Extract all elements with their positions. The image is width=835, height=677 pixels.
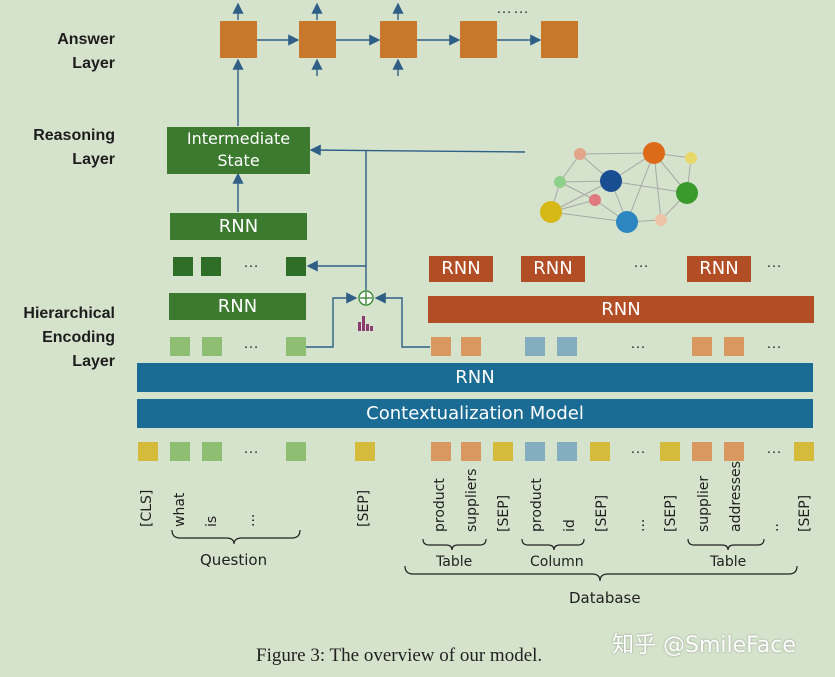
table-encoded-token	[724, 337, 744, 356]
sep-token	[660, 442, 680, 461]
token-text-sep: [SEP]	[594, 494, 610, 532]
table-encoded-token	[431, 337, 451, 356]
encoded-ellipsis: …	[766, 335, 783, 352]
column-encoded-token	[557, 337, 577, 356]
schema-rnn-small: RNN	[687, 256, 751, 282]
column-brace-label: Column	[530, 554, 584, 570]
schema-rnn-wide: RNN	[428, 296, 814, 323]
answer-box	[220, 21, 257, 58]
question-rnn-bottom: RNN	[169, 293, 306, 320]
question-encoded-token	[170, 337, 190, 356]
graph-edges	[550, 152, 692, 223]
reasoning-layer-label: Reasoning Layer	[33, 127, 115, 168]
question-state-token	[286, 257, 306, 276]
token-text-sep: [SEP]	[356, 489, 372, 527]
answer-ellipsis: ……	[496, 0, 530, 17]
table-token	[692, 442, 712, 461]
question-state-token	[173, 257, 193, 276]
schema-rnn-ellipsis: …	[766, 254, 783, 271]
table-token	[724, 442, 744, 461]
question-encoded-token	[202, 337, 222, 356]
intermediate-state-box: Intermediate State	[167, 127, 310, 174]
figure-caption: Figure 3: The overview of our model.	[256, 645, 543, 666]
table-token	[461, 442, 481, 461]
answer-box	[299, 21, 336, 58]
answer-box	[460, 21, 497, 58]
table-brace-label: Table	[710, 554, 747, 570]
question-rnn-top: RNN	[170, 213, 307, 240]
token-text-what: what	[172, 492, 188, 527]
graph-nodes	[540, 142, 698, 233]
token-text-addresses: addresses	[728, 461, 744, 532]
sep-token	[493, 442, 513, 461]
table-token	[431, 442, 451, 461]
token-text-supplier: supplier	[696, 475, 712, 532]
question-encoded-token	[286, 337, 306, 356]
question-state-token	[201, 257, 221, 276]
schema-rnn-ellipsis: …	[633, 254, 650, 271]
token-text-sep: [SEP]	[496, 494, 512, 532]
token-text-id: id	[562, 519, 578, 532]
column-token	[557, 442, 577, 461]
sep-token	[355, 442, 375, 461]
attention-bar-icon	[358, 316, 373, 331]
question-token	[286, 442, 306, 461]
contextualization-bar: Contextualization Model	[137, 399, 813, 428]
question-token	[170, 442, 190, 461]
schema-rnn-small: RNN	[429, 256, 493, 282]
token-text-sep: [SEP]	[663, 494, 679, 532]
answer-box	[380, 21, 417, 58]
question-brace-label: Question	[200, 551, 268, 569]
cls-token	[138, 442, 158, 461]
table-brace-label: Table	[436, 554, 473, 570]
table-encoded-token	[461, 337, 481, 356]
answer-layer-label: Answer Layer	[57, 31, 115, 72]
input-ellipsis: …	[630, 440, 647, 457]
token-text-ellipsis: ..	[766, 523, 782, 532]
token-text-sep: [SEP]	[797, 494, 813, 532]
column-token	[525, 442, 545, 461]
encoding-layer-label: Hierarchical Encoding Layer	[23, 305, 115, 370]
schema-rnn-small: RNN	[521, 256, 585, 282]
token-text-product: product	[529, 478, 545, 532]
database-brace-label: Database	[569, 589, 641, 607]
shared-rnn-bar: RNN	[137, 363, 813, 392]
encoded-ellipsis: …	[243, 335, 260, 352]
sep-token	[794, 442, 814, 461]
answer-box	[541, 21, 578, 58]
token-text-is: is	[204, 515, 220, 527]
column-encoded-token	[525, 337, 545, 356]
token-text-suppliers: suppliers	[464, 468, 480, 532]
encoded-ellipsis: …	[630, 335, 647, 352]
token-text-product: product	[432, 478, 448, 532]
watermark: 知乎 @SmileFace	[612, 633, 796, 658]
token-text-cls: [CLS]	[139, 489, 155, 527]
input-ellipsis: …	[243, 440, 260, 457]
table-encoded-token	[692, 337, 712, 356]
sep-token	[590, 442, 610, 461]
token-text-ellipsis: ...	[242, 513, 258, 527]
question-token	[202, 442, 222, 461]
input-ellipsis: …	[766, 440, 783, 457]
question-state-ellipsis: …	[243, 254, 260, 271]
token-text-ellipsis: ...	[632, 518, 648, 532]
braces	[171, 529, 798, 582]
